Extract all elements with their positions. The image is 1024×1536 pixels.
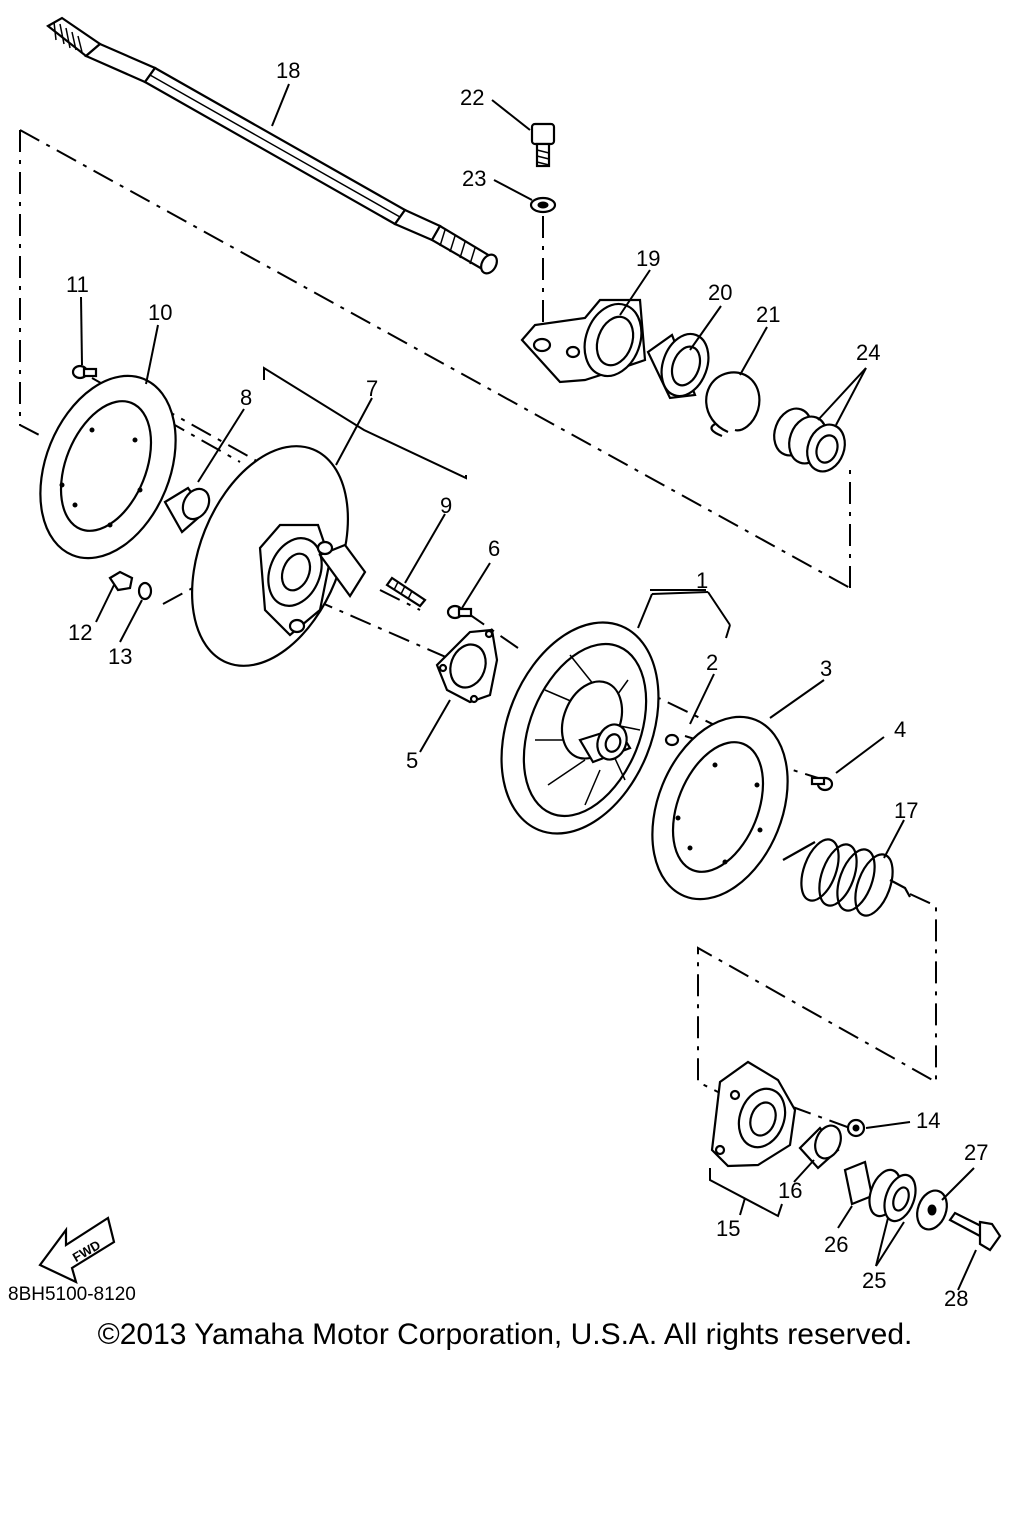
fixed-sheave (191, 445, 367, 667)
leader-lines (80, 83, 977, 1291)
callout-20: 20 (708, 280, 732, 305)
forward-arrow-icon: FWD (38, 1216, 116, 1285)
document-code: 8BH5100-8120 (8, 1284, 136, 1305)
bushings (773, 407, 846, 473)
callout-9: 9 (440, 493, 452, 518)
gasket (435, 604, 499, 704)
callout-11: 11 (66, 272, 89, 297)
callout-3: 3 (820, 656, 832, 681)
callout-5: 5 (406, 748, 418, 773)
bolt-washer (529, 122, 557, 214)
callout-8: 8 (240, 385, 252, 410)
callout-24: 24 (856, 340, 880, 365)
callout-21: 21 (756, 302, 780, 327)
callout-10: 10 (148, 300, 172, 325)
callout-17: 17 (894, 798, 918, 823)
callout-25: 25 (862, 1268, 886, 1293)
copyright-notice: ©2013 Yamaha Motor Corporation, U.S.A. A… (97, 1318, 913, 1351)
cam-assembly (710, 1060, 797, 1168)
circlip (705, 371, 761, 438)
callout-7: 7 (366, 376, 378, 401)
bearing (646, 332, 710, 400)
callout-18: 18 (276, 58, 300, 83)
collar-8 (163, 486, 211, 534)
callout-1: 1 (696, 568, 708, 593)
callout-19: 19 (636, 246, 660, 271)
callout-16: 16 (778, 1178, 802, 1203)
callout-27: 27 (964, 1140, 988, 1165)
callout-14: 14 (916, 1108, 940, 1133)
shaft (46, 16, 498, 275)
assembly-lines (19, 129, 937, 1129)
stud-bolt (385, 576, 427, 608)
callout-15: 15 (716, 1216, 740, 1241)
callout-26: 26 (824, 1232, 848, 1257)
callout-13: 13 (108, 644, 132, 669)
spring (782, 838, 911, 917)
callout-23: 23 (462, 166, 486, 191)
washer-plate-3 (651, 715, 834, 901)
callout-28: 28 (944, 1286, 968, 1311)
small-bolts (71, 364, 153, 601)
callout-22: 22 (460, 85, 484, 110)
callout-labels: 1 2 3 4 5 6 7 8 9 10 11 12 13 14 15 16 1… (66, 58, 988, 1311)
washer-plate-10 (39, 374, 177, 560)
callout-4: 4 (894, 717, 906, 742)
callout-6: 6 (488, 536, 500, 561)
callout-2: 2 (706, 650, 718, 675)
movable-sheave (500, 621, 680, 835)
callout-12: 12 (68, 620, 92, 645)
lower-small-parts (798, 1118, 1002, 1252)
bearing-housing (520, 298, 647, 384)
